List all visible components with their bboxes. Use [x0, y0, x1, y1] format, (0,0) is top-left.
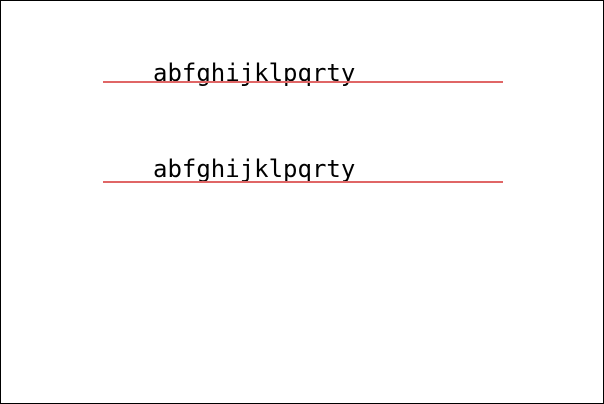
sample-text-2: abfghijklpqrty: [153, 155, 356, 183]
baseline-line-1: [103, 81, 503, 83]
baseline-line-2: [103, 181, 503, 183]
